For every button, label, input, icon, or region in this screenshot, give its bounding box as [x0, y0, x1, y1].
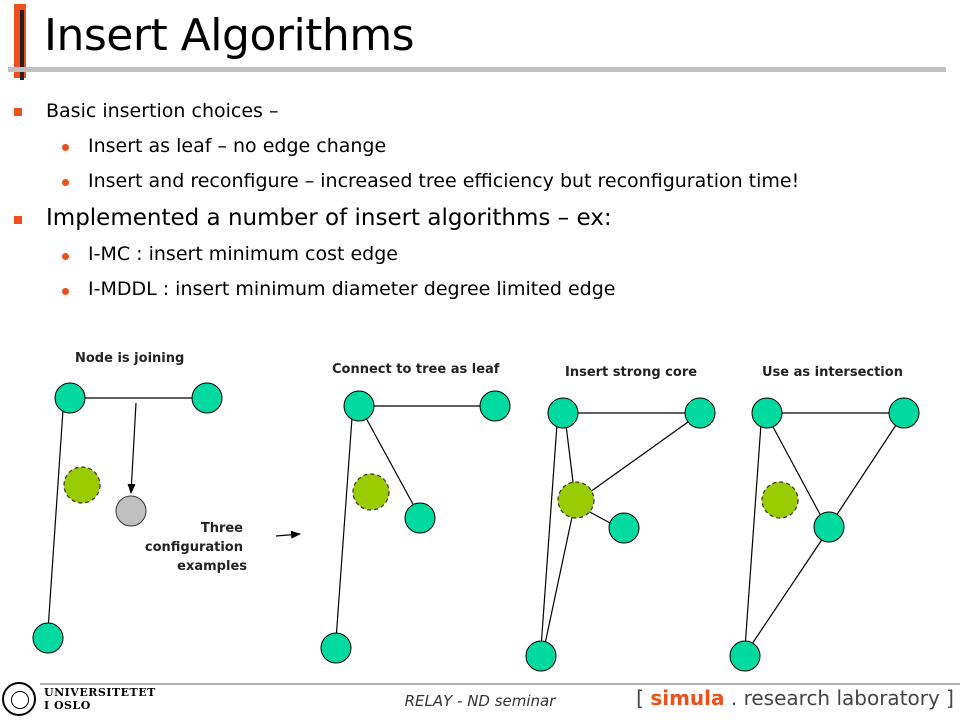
- bullet-dot-icon: [62, 253, 69, 260]
- tree-node: [54, 382, 86, 414]
- tree-node: [729, 640, 761, 672]
- simula-open: [: [636, 686, 651, 710]
- tree-node: [525, 640, 557, 672]
- slide-title: Insert Algorithms: [44, 10, 415, 61]
- intersection-node: [813, 511, 845, 543]
- tree-node: [32, 622, 64, 654]
- tree-node: [547, 397, 579, 429]
- core-node: [761, 481, 799, 519]
- bullet-dot-icon: [62, 144, 69, 151]
- tree-node: [191, 382, 223, 414]
- edge: [835, 424, 897, 517]
- examples-label: Three configuration examples: [145, 521, 301, 574]
- tree-node: [684, 397, 716, 429]
- edge: [365, 417, 415, 507]
- label-intersection: Use as intersection: [762, 365, 903, 380]
- tree-node: [343, 390, 375, 422]
- joining-node: [115, 495, 147, 527]
- edge: [565, 424, 575, 491]
- uio-logo-text: UNIVERSITETET I OSLO: [44, 686, 156, 712]
- uio-line2: I OSLO: [44, 699, 91, 712]
- edge: [751, 537, 824, 645]
- label-three: Three: [201, 521, 243, 536]
- label-connect-leaf: Connect to tree as leaf: [332, 362, 500, 377]
- core-node: [352, 473, 390, 511]
- core-node: [63, 466, 101, 504]
- edge: [585, 509, 613, 525]
- label-strong-core: Insert strong core: [565, 365, 697, 380]
- new-leaf-node: [404, 502, 436, 534]
- bullet-implemented: Implemented a number of insert algorithm…: [46, 205, 612, 231]
- edge: [544, 516, 573, 645]
- edge: [771, 424, 823, 519]
- title-accent-line: [20, 10, 24, 80]
- uio-line1: UNIVERSITETET: [44, 686, 156, 699]
- panel-joining: Node is joining: [32, 351, 223, 654]
- tree-node: [888, 397, 920, 429]
- edge: [47, 409, 64, 631]
- simula-brand: simula: [650, 686, 725, 710]
- join-arrow: [127, 402, 137, 494]
- label-examples: examples: [177, 559, 247, 574]
- panel-strong-core: Insert strong core: [525, 365, 716, 672]
- panel-intersection: Use as intersection: [729, 365, 920, 672]
- bullet-insert-reconfigure: Insert and reconfigure – increased tree …: [88, 170, 800, 192]
- simula-rest: . research laboratory ]: [724, 686, 954, 710]
- footer-seminar: RELAY - ND seminar: [404, 692, 556, 710]
- uio-seal-logo: [2, 682, 36, 716]
- bullet-insert-leaf: Insert as leaf – no edge change: [88, 135, 387, 157]
- examples-arrow: [275, 530, 301, 539]
- label-node-joining: Node is joining: [75, 351, 184, 366]
- edge: [589, 421, 689, 493]
- bullet-imddl: I-MDDL : insert minimum diameter degree …: [88, 278, 616, 300]
- bullet-square-icon: [14, 216, 22, 224]
- tree-node: [479, 390, 511, 422]
- edge: [540, 423, 558, 649]
- tree-node: [751, 397, 783, 429]
- bullet-square-icon: [14, 108, 22, 116]
- core-node: [557, 481, 595, 519]
- edge: [335, 417, 353, 641]
- bullet-basic-choices: Basic insertion choices –: [46, 100, 279, 122]
- simula-logo: [ simula . research laboratory ]: [636, 686, 954, 710]
- bullet-dot-icon: [62, 288, 69, 295]
- label-configuration: configuration: [145, 540, 243, 555]
- tree-node: [320, 632, 352, 664]
- bullet-dot-icon: [62, 179, 69, 186]
- title-rule: [8, 67, 946, 72]
- bullet-imc: I-MC : insert minimum cost edge: [88, 243, 398, 265]
- panel-leaf: Connect to tree as leaf: [320, 362, 511, 664]
- leaf-node: [608, 512, 640, 544]
- footer-rule: [40, 683, 960, 685]
- edge: [744, 423, 762, 649]
